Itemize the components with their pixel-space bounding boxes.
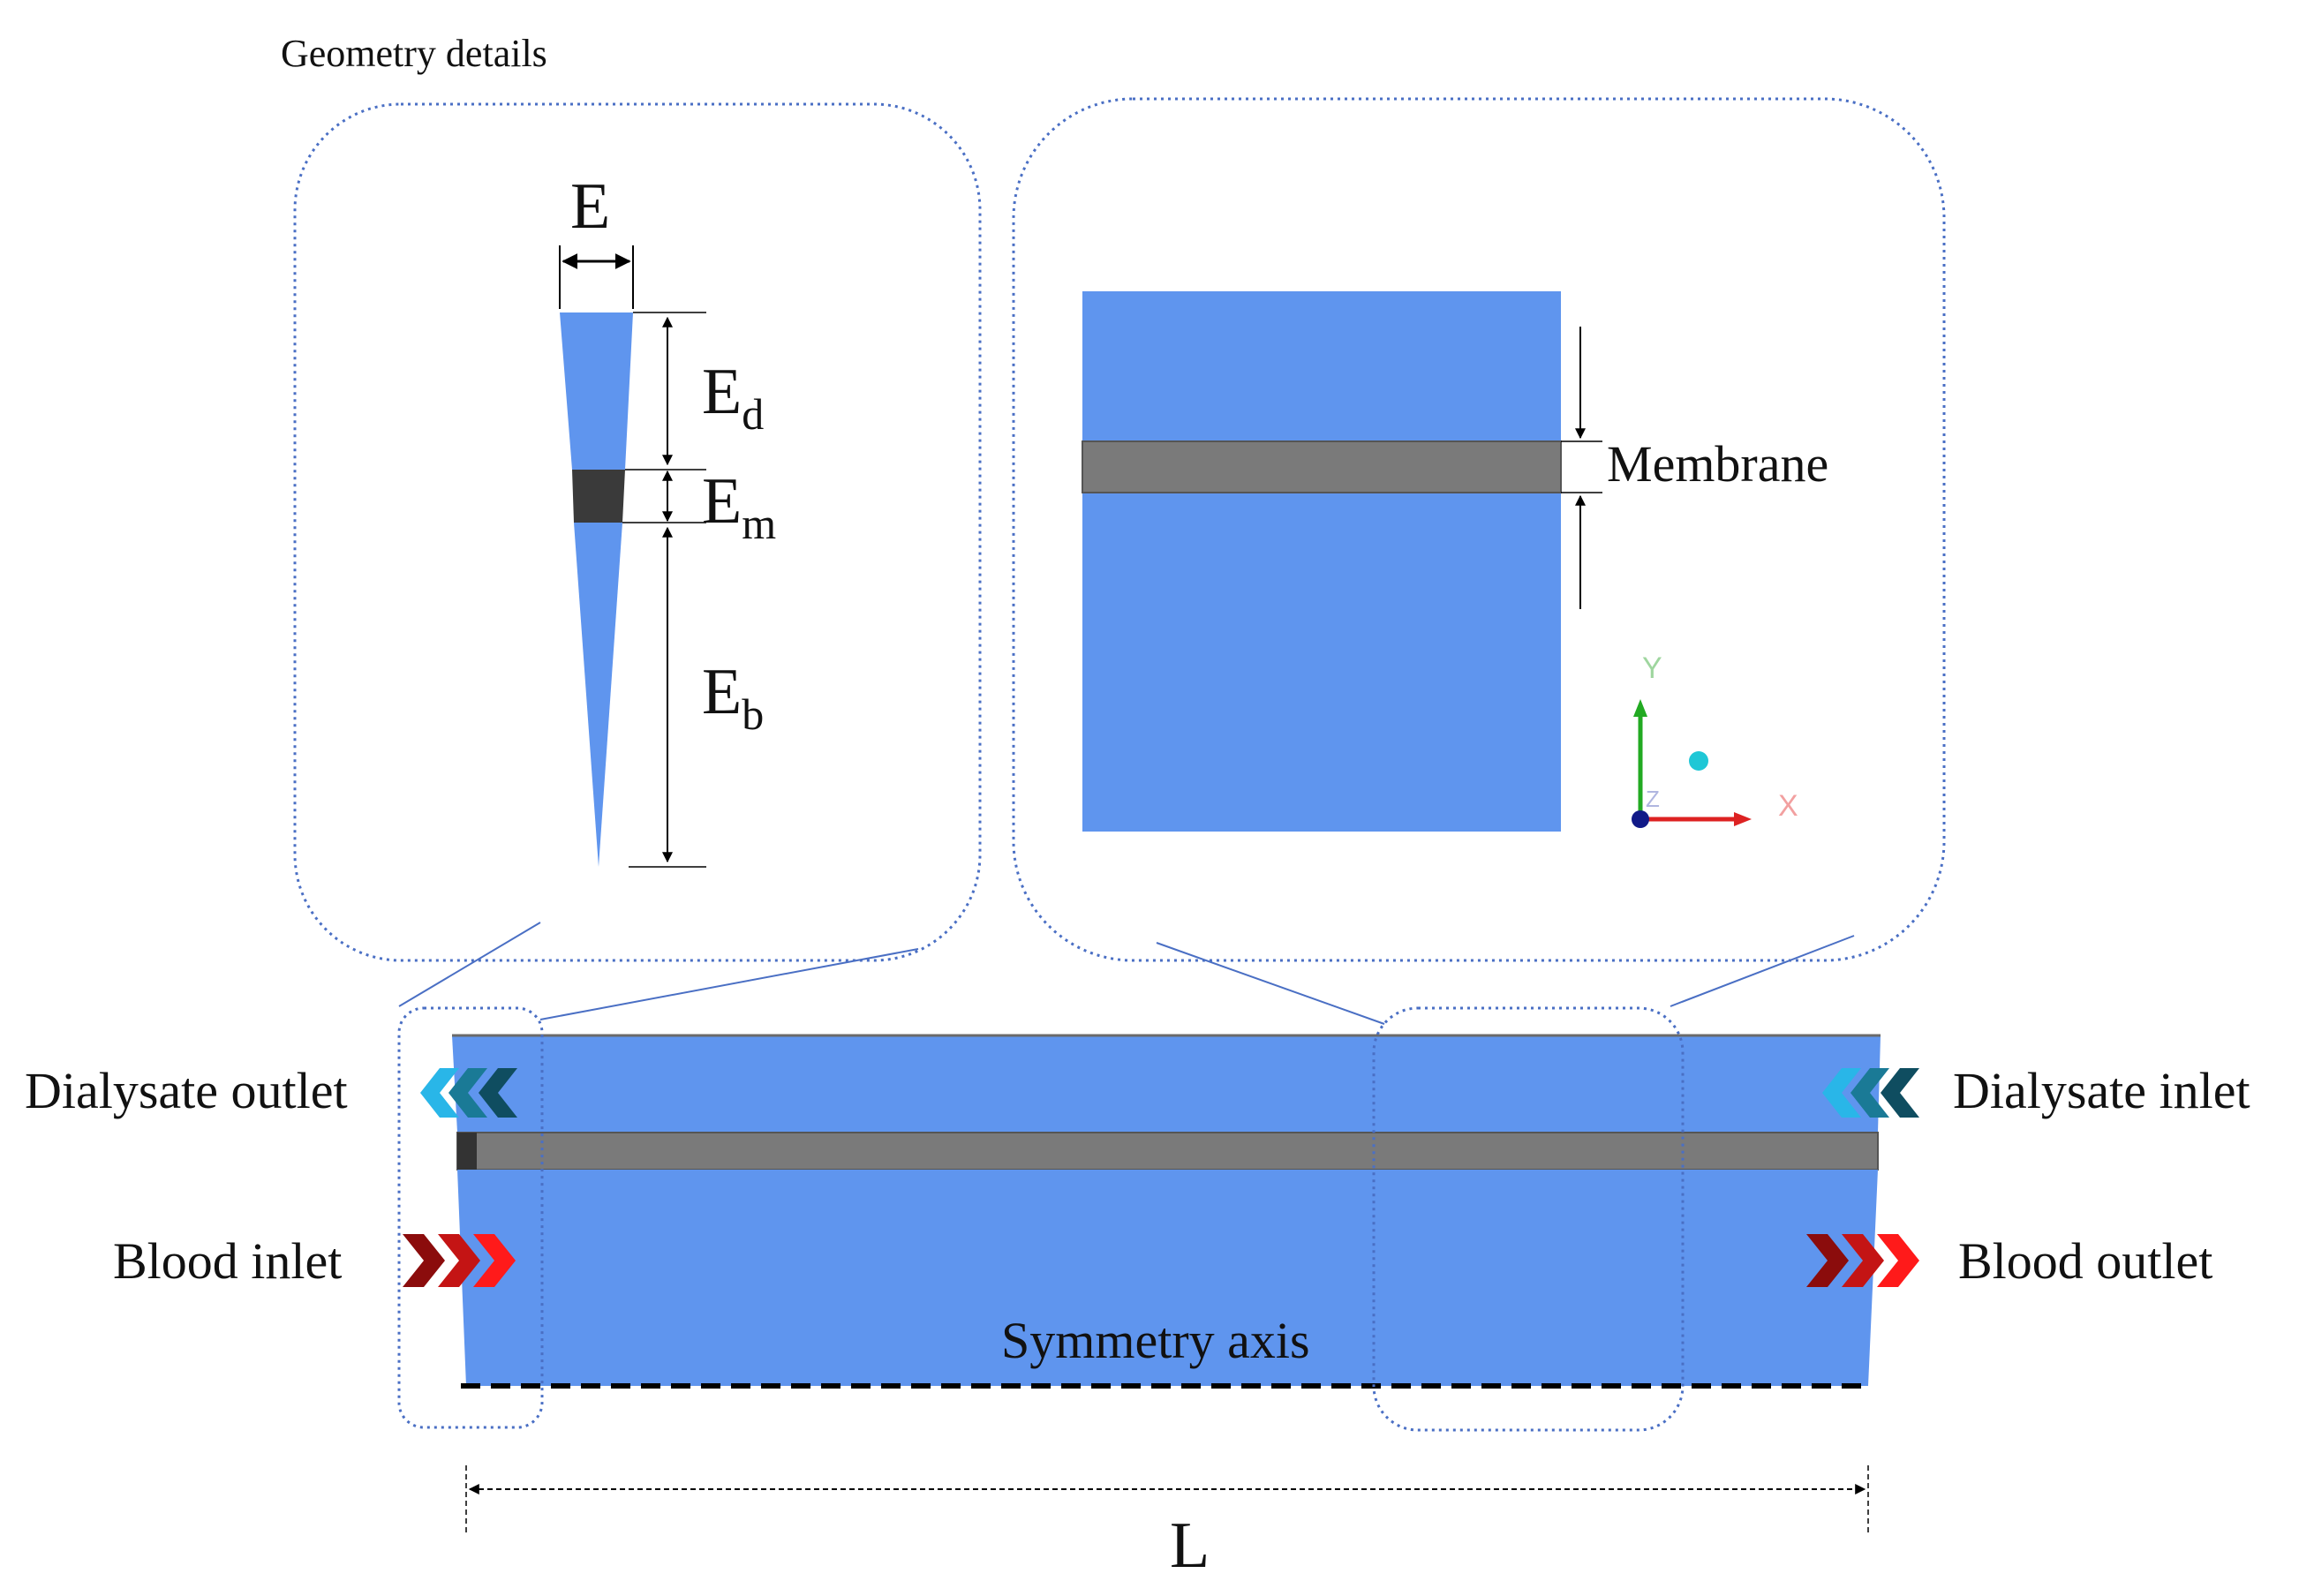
left-callout-frame bbox=[293, 102, 982, 962]
symmetry-axis-label: Symmetry axis bbox=[1001, 1312, 1310, 1369]
dialysate-inlet-label: Dialysate inlet bbox=[1953, 1062, 2250, 1119]
chevron-right-icon bbox=[403, 1234, 445, 1287]
left-connector-b bbox=[539, 948, 919, 1020]
y-axis-arrow-icon bbox=[1633, 699, 1647, 717]
em-label: Em bbox=[702, 465, 776, 548]
right-connector-a bbox=[1156, 942, 1385, 1025]
chevron-left-icon bbox=[420, 1068, 459, 1118]
left-detail-callout: E Ed Em Eb bbox=[293, 102, 982, 962]
x-axis-arrow-icon bbox=[1734, 812, 1752, 826]
blood-outlet-label: Blood outlet bbox=[1958, 1232, 2212, 1290]
chevron-left-icon bbox=[448, 1068, 487, 1118]
wedge-dialysate bbox=[560, 312, 633, 470]
detail-membrane-band bbox=[1082, 440, 1562, 493]
chevron-left-icon bbox=[1851, 1068, 1889, 1118]
chevron-right-icon bbox=[1877, 1234, 1919, 1287]
blood-inlet-label: Blood inlet bbox=[113, 1232, 342, 1290]
ed-label: Ed bbox=[702, 356, 764, 439]
wedge-membrane bbox=[572, 470, 625, 523]
chevron-left-icon bbox=[479, 1068, 517, 1118]
left-zoom-frame bbox=[397, 1006, 544, 1429]
membrane-band-end bbox=[457, 1133, 477, 1170]
chevron-right-icon bbox=[473, 1234, 516, 1287]
chevron-left-icon bbox=[1822, 1068, 1861, 1118]
z-axis-origin-icon bbox=[1632, 810, 1649, 828]
blood-outlet-arrows-icon bbox=[1806, 1234, 1919, 1287]
blood-region bbox=[457, 1170, 1878, 1386]
eb-label: Eb bbox=[702, 656, 764, 739]
chevron-left-icon bbox=[1881, 1068, 1919, 1118]
length-label: L bbox=[1170, 1509, 1210, 1582]
z-axis-label: Z bbox=[1646, 786, 1660, 812]
membrane-label: Membrane bbox=[1607, 435, 1828, 493]
coordinate-axes-icon: Y X Z bbox=[1632, 651, 1798, 828]
detail-fluid-block bbox=[1082, 291, 1561, 832]
dialysate-region bbox=[452, 1035, 1881, 1133]
width-label: E bbox=[570, 170, 610, 243]
right-callout-frame bbox=[1012, 97, 1946, 962]
main-channel: Symmetry axis bbox=[452, 1034, 1881, 1389]
dialysate-outlet-label: Dialysate outlet bbox=[25, 1062, 348, 1119]
right-detail-callout: Membrane Y X Z bbox=[1012, 97, 1946, 962]
membrane-band bbox=[456, 1132, 1879, 1171]
right-connector-b bbox=[1670, 935, 1855, 1007]
wedge-blood bbox=[574, 523, 622, 867]
chevron-right-icon bbox=[438, 1234, 480, 1287]
chevron-right-icon bbox=[1806, 1234, 1849, 1287]
geometry-details-title: Geometry details bbox=[281, 32, 547, 75]
y-axis-label: Y bbox=[1642, 651, 1662, 685]
view-center-icon bbox=[1689, 751, 1708, 771]
chevron-right-icon bbox=[1842, 1234, 1884, 1287]
left-connector-a bbox=[398, 922, 541, 1007]
dialysate-inlet-arrows-icon bbox=[1822, 1068, 1919, 1118]
dialysate-outlet-arrows-icon bbox=[420, 1068, 517, 1118]
blood-inlet-arrows-icon bbox=[403, 1234, 516, 1287]
x-axis-label: X bbox=[1778, 789, 1798, 823]
